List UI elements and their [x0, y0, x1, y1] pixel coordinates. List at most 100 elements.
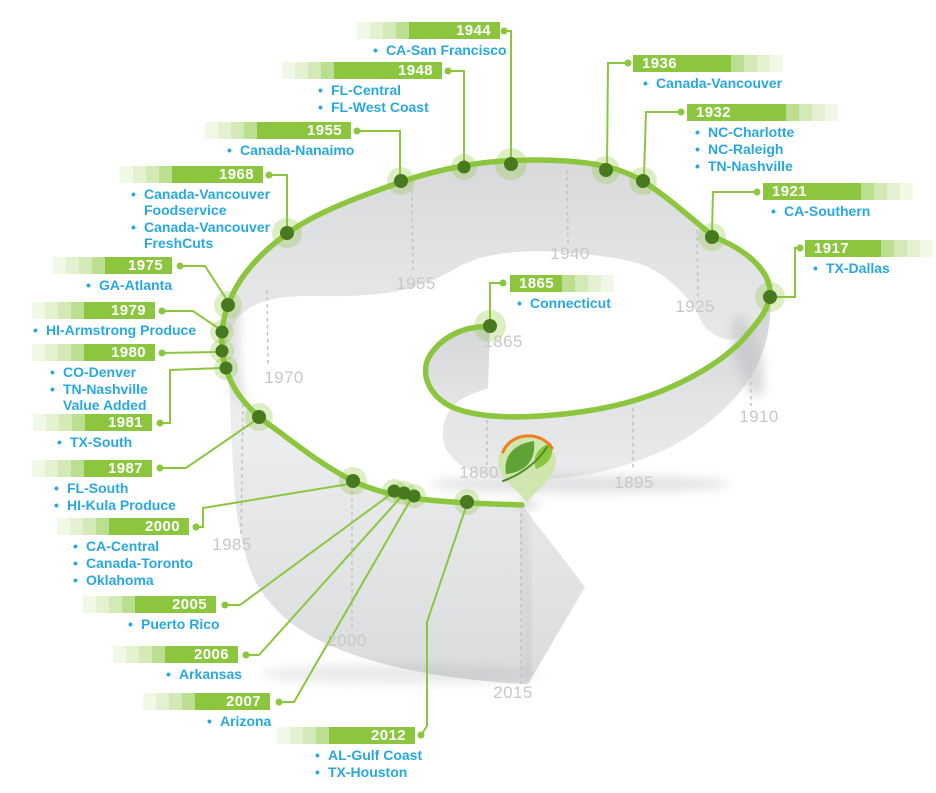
callout-1980: 1980 CO-Denver TN-Nashville Value Added: [32, 344, 155, 414]
year-bar: 2006: [113, 646, 238, 663]
milestone-dot-1936: [599, 163, 613, 177]
decade-label-1940: 1940: [550, 244, 590, 263]
location-item: FL-South: [54, 480, 152, 496]
location-item: AL-Gulf Coast: [315, 747, 422, 763]
decade-ticks: [240, 169, 752, 684]
callout-2007: 2007 Arizona: [143, 693, 271, 730]
milestone-dot-1980: [215, 344, 229, 358]
decade-label-1955: 1955: [396, 274, 436, 293]
connector-2007: [279, 498, 412, 703]
location-item: TX-Houston: [315, 764, 415, 780]
tick-1910: [749, 346, 752, 407]
location-item: HI-Kula Produce: [54, 497, 176, 513]
decade-label-2015: 2015: [493, 683, 533, 702]
year-bar: 1975: [53, 257, 172, 274]
decade-label-1910: 1910: [739, 407, 779, 426]
location-list: Arkansas: [166, 666, 242, 682]
callout-1948: 1948 FL-Central FL-West Coast: [282, 62, 442, 116]
milestone-dot-2006: [397, 486, 411, 500]
milestone-dot-1979: [215, 325, 229, 339]
location-list: NC-Charlotte NC-Raleigh TN-Nashville: [695, 124, 838, 174]
connector-1987: [160, 419, 257, 469]
location-list: TX-South: [57, 434, 152, 450]
year-bar: 1917: [805, 240, 933, 257]
callout-1865: 1865 Connecticut: [510, 275, 614, 312]
callout-1975: 1975 GA-Atlanta: [53, 257, 172, 294]
milestone-dot-1944: [504, 157, 518, 171]
orange-arc-icon: [501, 434, 554, 454]
location-item: Canada-Vancouver Foodservice: [131, 186, 283, 218]
tick-1940: [566, 169, 569, 246]
location-item: CA-Central: [73, 538, 189, 554]
tick-1970: [266, 289, 269, 368]
location-list: TX-Dallas: [813, 260, 933, 276]
decade-label-2000: 2000: [327, 631, 367, 650]
decade-label-1970: 1970: [264, 368, 304, 387]
leaf-icon-small: [534, 443, 553, 469]
location-item: FL-Central: [318, 82, 442, 98]
connector-1980: [161, 351, 218, 354]
location-item: FL-West Coast: [318, 99, 442, 115]
milestone-dots: [215, 157, 777, 509]
location-item: TX-Dallas: [813, 260, 933, 276]
location-list: HI-Armstrong Produce: [33, 322, 196, 338]
year-bar: 2012: [277, 727, 415, 744]
location-list: FL-Central FL-West Coast: [318, 82, 442, 115]
callout-1979: 1979 HI-Armstrong Produce: [32, 302, 196, 339]
location-item: Arizona: [207, 713, 271, 729]
location-item: CO-Denver: [50, 364, 166, 380]
callout-1981: 1981 TX-South: [33, 414, 152, 451]
location-list: Canada-Nanaimo: [227, 142, 354, 158]
year-bar: 1921: [763, 183, 913, 200]
connector-1936: [606, 62, 628, 166]
year-bar: 1987: [32, 460, 152, 477]
location-list: Canada-Vancouver Foodservice Canada-Vanc…: [131, 186, 283, 251]
tick-1955: [411, 189, 414, 275]
callout-1987: 1987 FL-South HI-Kula Produce: [32, 460, 176, 514]
milestone-dot-1968: [280, 226, 294, 240]
location-item: Canada-Nanaimo: [227, 142, 354, 158]
year-bar: 1968: [120, 166, 263, 183]
location-item: Connecticut: [517, 295, 614, 311]
connector-1932: [643, 111, 681, 177]
callout-2005: 2005 Puerto Rico: [83, 596, 220, 633]
ribbon-face-outer: [221, 160, 771, 685]
location-list: Arizona: [207, 713, 271, 729]
callout-1955: 1955 Canada-Nanaimo: [205, 122, 354, 159]
milestone-dot-1955: [394, 174, 408, 188]
connector-1865: [489, 282, 503, 319]
location-item: HI-Armstrong Produce: [33, 322, 196, 338]
connector-2006: [246, 496, 402, 656]
location-item: CA-San Francisco: [373, 42, 507, 58]
location-item: GA-Atlanta: [86, 277, 172, 293]
location-item: TN-Nashville: [695, 158, 838, 174]
callout-2000: 2000 CA-Central Canada-Toronto Oklahoma: [57, 518, 193, 589]
milestone-dot-1948: [457, 160, 471, 174]
location-list: Puerto Rico: [128, 616, 220, 632]
milestone-dot-2007: [407, 489, 421, 503]
year-bar: 1932: [687, 104, 838, 121]
ribbon-face-inner: [425, 296, 771, 480]
milestone-dot-1932: [636, 174, 650, 188]
connector-2005: [225, 493, 392, 606]
location-item: Canada-Vancouver FreshCuts: [131, 219, 283, 251]
milestone-dot-1987: [252, 410, 266, 424]
decade-label-1880: 1880: [459, 463, 499, 482]
connectors: [160, 30, 800, 736]
location-item: NC-Charlotte: [695, 124, 838, 140]
decade-label-1895: 1895: [614, 473, 654, 492]
callout-1944: 1944 CA-San Francisco: [357, 22, 507, 59]
ribbon-shadows: [227, 310, 765, 684]
year-bar: 1944: [357, 22, 500, 39]
location-item: TX-South: [57, 434, 152, 450]
connector-1955: [357, 130, 401, 176]
milestone-dot-1917: [763, 290, 777, 304]
location-list: Connecticut: [517, 295, 614, 311]
location-list: CA-Southern: [771, 203, 913, 219]
milestone-dot-2000: [346, 474, 360, 488]
year-bar: 1955: [205, 122, 351, 139]
connector-1948: [448, 70, 465, 162]
callout-1917: 1917 TX-Dallas: [805, 240, 933, 277]
